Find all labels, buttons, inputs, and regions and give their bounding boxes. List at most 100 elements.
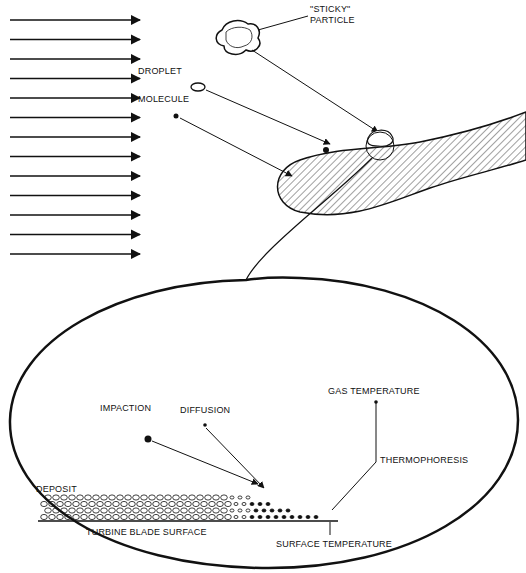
- deposit-particle: [69, 508, 76, 513]
- deposit-particle: [221, 495, 228, 500]
- blade-surface: [38, 520, 338, 522]
- flow-arrow: [10, 58, 140, 60]
- deposit-particle: [246, 509, 250, 512]
- deposit-particle: [149, 495, 156, 500]
- deposit-particle: [113, 501, 120, 506]
- deposit-particle: [234, 515, 238, 518]
- deposit-particle: [201, 501, 208, 506]
- detail-circle: [366, 132, 394, 160]
- deposit-particle: [93, 495, 100, 500]
- deposit-particle: [282, 515, 286, 518]
- deposit-particle: [286, 509, 290, 512]
- deposit-particle: [145, 514, 152, 519]
- deposit-particle: [197, 508, 204, 513]
- deposit-particle: [121, 514, 128, 519]
- deposit-particle: [177, 501, 184, 506]
- detail-ellipse: [10, 278, 518, 568]
- deposit-particle: [209, 501, 216, 506]
- flow-arrow: [10, 175, 140, 177]
- deposit-particle: [117, 508, 124, 513]
- deposit-layer: [41, 495, 318, 520]
- deposit-particle: [49, 514, 56, 519]
- deposit-particle: [61, 508, 68, 513]
- thermophoresis-gradient: [332, 462, 376, 510]
- flow-arrow: [10, 234, 140, 236]
- deposit-particle: [221, 508, 228, 513]
- deposit-particle: [153, 514, 160, 519]
- deposit-particle: [149, 508, 156, 513]
- deposit-particle: [53, 508, 60, 513]
- deposit-particle: [141, 508, 148, 513]
- deposit-particle: [230, 509, 234, 512]
- flow-arrows: [10, 20, 140, 254]
- flow-arrow: [10, 39, 140, 41]
- deposit-particle: [141, 495, 148, 500]
- deposit-particle: [278, 509, 282, 512]
- deposit-particle: [246, 496, 250, 499]
- deposit-particle: [258, 502, 262, 505]
- deposit-particle: [41, 514, 48, 519]
- flow-arrow: [10, 78, 140, 80]
- deposit-particle: [85, 495, 92, 500]
- deposit-particle: [185, 501, 192, 506]
- deposit-particle: [145, 501, 152, 506]
- deposit-particle: [274, 515, 278, 518]
- deposit-particle: [85, 508, 92, 513]
- deposit-particle: [181, 508, 188, 513]
- trajectory: [252, 50, 378, 132]
- deposit-particle: [205, 508, 212, 513]
- deposit-particle: [266, 515, 270, 518]
- deposit-particle: [266, 502, 270, 505]
- deposit-particle: [97, 501, 104, 506]
- deposit-particle: [217, 501, 224, 506]
- label: GAS TEMPERATURE: [328, 386, 420, 397]
- label: TURBINE BLADE SURFACE: [86, 527, 207, 538]
- deposit-particle: [157, 508, 164, 513]
- deposit-particle: [73, 501, 80, 506]
- deposit-particle: [193, 514, 200, 519]
- deposit-particle: [117, 495, 124, 500]
- deposit-particle: [73, 514, 80, 519]
- deposit-particle: [97, 514, 104, 519]
- deposit-particle: [234, 502, 238, 505]
- deposit-particle: [298, 515, 302, 518]
- deposit-particle: [225, 501, 232, 506]
- deposit-particle: [105, 514, 112, 519]
- deposit-particle: [125, 495, 132, 500]
- leader-line: [258, 16, 308, 30]
- diffusing-molecule: [203, 423, 207, 427]
- label: THERMOPHORESIS: [380, 455, 468, 466]
- deposit-particle: [153, 501, 160, 506]
- deposit-particle: [125, 508, 132, 513]
- deposit-particle: [129, 501, 136, 506]
- deposit-particle: [129, 514, 136, 519]
- deposit-particle: [101, 508, 108, 513]
- flow-arrow: [10, 136, 140, 138]
- label: DIFFUSION: [180, 405, 230, 416]
- deposit-particle: [181, 495, 188, 500]
- deposit-particle: [242, 502, 246, 505]
- deposit-particle: [314, 515, 318, 518]
- flow-arrow: [10, 117, 140, 119]
- deposit-particle: [238, 509, 242, 512]
- deposit-particle: [45, 495, 52, 500]
- deposit-particle: [161, 514, 168, 519]
- deposit-particle: [81, 501, 88, 506]
- deposit-particle: [101, 495, 108, 500]
- label: DROPLET: [138, 66, 182, 77]
- flow-arrow: [10, 97, 140, 99]
- leader-line: [376, 402, 377, 462]
- deposit-particle: [173, 508, 180, 513]
- deposit-particle: [165, 508, 172, 513]
- deposit-particle: [165, 495, 172, 500]
- deposit-particle: [57, 514, 64, 519]
- deposit-particle: [205, 495, 212, 500]
- deposit-particle: [250, 515, 254, 518]
- deposit-particle: [238, 496, 242, 499]
- deposit-particle: [306, 515, 310, 518]
- deposit-dot: [323, 147, 329, 153]
- deposit-particle: [105, 501, 112, 506]
- deposit-particle: [77, 508, 84, 513]
- particle-core: [226, 27, 252, 47]
